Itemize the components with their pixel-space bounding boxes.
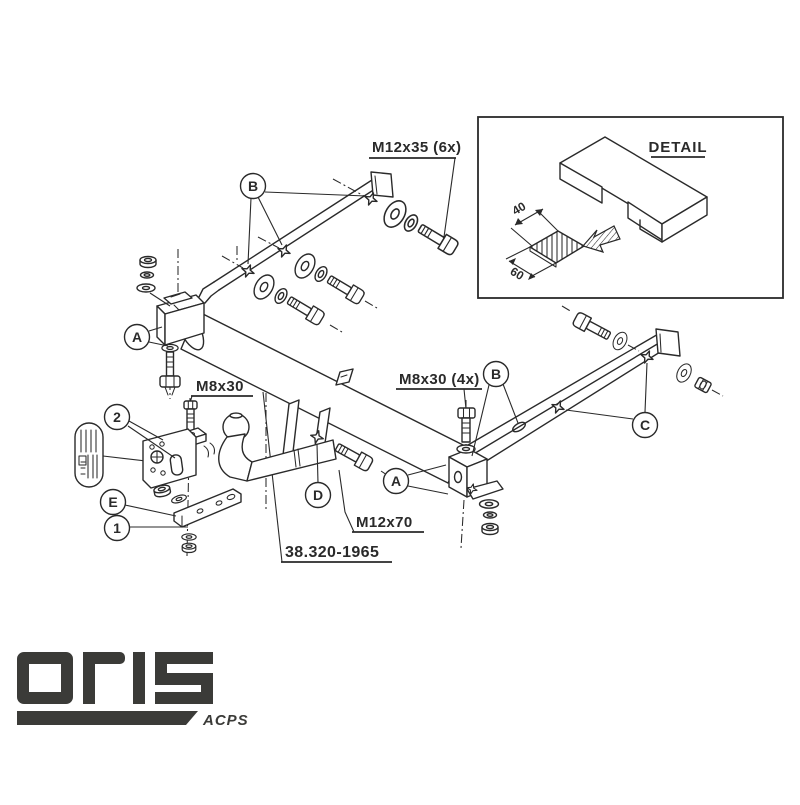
side-bracket-slot — [169, 454, 184, 476]
detail-dim-40: 40 — [510, 199, 559, 247]
lower-angle-plate — [173, 488, 242, 528]
upper-rail — [198, 171, 394, 304]
detail-dim-60: 60 — [505, 246, 557, 283]
svg-text:60: 60 — [508, 264, 527, 283]
detail-insert-arrow — [581, 225, 621, 253]
callout-b-top: B — [239, 172, 267, 200]
svg-text:M12x70: M12x70 — [356, 514, 413, 531]
callout-1: 1 — [103, 514, 131, 542]
svg-text:B: B — [248, 178, 258, 194]
bracket-foot — [466, 480, 504, 500]
logo-letter-s — [155, 652, 213, 704]
label-m8x30-4x: M8x30 (4x) — [396, 371, 482, 390]
detail-inset: DETAIL 40 60 — [477, 116, 784, 299]
svg-text:1: 1 — [113, 520, 121, 536]
hardware-ball-bolt — [332, 439, 375, 473]
svg-text:A: A — [132, 329, 142, 345]
bracket-hole — [453, 470, 463, 484]
left-bracket-clamp — [163, 291, 193, 305]
upper-rail-end-plate — [370, 171, 394, 198]
hardware-left-bolt-down — [159, 343, 181, 396]
hardware-left-stack — [136, 255, 171, 307]
svg-text:M8x30 (4x): M8x30 (4x) — [399, 371, 480, 388]
neck-bend-marks — [203, 442, 216, 458]
logo-sub-text: ACPS — [202, 712, 249, 729]
callout-a-center: A — [382, 467, 410, 495]
callout-a-left: A — [123, 323, 151, 351]
hardware-right — [571, 310, 713, 394]
neck-lug-plate — [282, 399, 300, 456]
center-bracket — [448, 448, 504, 500]
tube-mount-tab — [335, 368, 354, 386]
side-bracket-plate — [142, 428, 197, 489]
svg-text:M8x30: M8x30 — [196, 378, 244, 395]
hardware-upper-rail — [249, 196, 461, 327]
svg-text:A: A — [391, 473, 401, 489]
svg-text:B: B — [491, 366, 501, 382]
neck-shaft — [246, 439, 337, 482]
oris-logo: oris ACPS — [17, 652, 249, 729]
callout-c: C — [631, 411, 659, 439]
callout-b-right: B — [482, 360, 510, 388]
right-rail — [455, 328, 681, 471]
logo-letter-o — [17, 652, 73, 704]
detail-backing-plate — [529, 230, 585, 268]
svg-text:38.320-1965: 38.320-1965 — [285, 544, 379, 561]
svg-text:E: E — [108, 494, 117, 510]
right-rail-end-plate — [655, 328, 681, 357]
side-bracket-assembly — [74, 397, 242, 557]
label-m12x70: M12x70 — [352, 514, 424, 533]
callout-d: D — [304, 481, 332, 509]
svg-text:D: D — [313, 487, 323, 503]
right-rail-slot-hole — [512, 421, 526, 433]
fastener-detail-capsule — [74, 422, 104, 488]
neck-curve — [218, 433, 253, 482]
left-end-bracket — [156, 291, 205, 346]
svg-text:2: 2 — [113, 409, 121, 425]
hardware-center-bracket — [456, 407, 500, 536]
label-m12x35: M12x35 (6x) — [369, 139, 461, 159]
svg-text:40: 40 — [510, 199, 529, 218]
svg-text:M12x35 (6x): M12x35 (6x) — [372, 139, 461, 156]
label-m8x30-left: M8x30 — [191, 378, 253, 397]
part-labels: M12x35 (6x) M8x30 M8x30 (4x) M12x70 38.3… — [191, 139, 482, 563]
callouts: B A 2 E 1 D A B C — [99, 172, 659, 542]
callout-2: 2 — [103, 403, 131, 431]
detail-bracket-profile — [559, 136, 708, 243]
logo-letter-r — [83, 652, 125, 704]
logo-letter-i — [133, 652, 145, 704]
detail-title: DETAIL — [648, 139, 707, 156]
svg-text:C: C — [640, 417, 650, 433]
logo-bar — [17, 711, 198, 725]
callout-e: E — [99, 488, 127, 516]
label-part-number: 38.320-1965 — [281, 544, 392, 563]
